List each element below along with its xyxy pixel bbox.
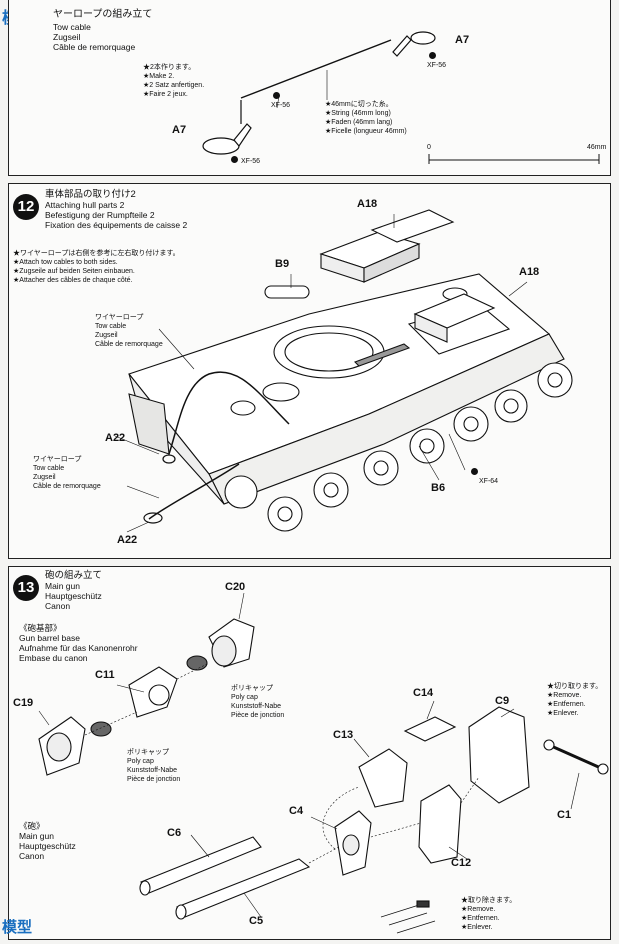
polycap-lower-en: Poly cap (127, 758, 154, 765)
step-12-note-de: ★Zugseile auf beiden Seiten einbauen. (13, 268, 135, 275)
part-c12: C12 (451, 857, 472, 869)
step-11-panel: ヤーロープの組み立て Tow cable Zugseil Câble de re… (8, 0, 611, 176)
part-a22-upper: A22 (105, 432, 126, 444)
part-c6: C6 (167, 827, 182, 839)
step-12-note-ja: ★ワイヤーロープは右側を参考に左右取り付けます。 (13, 250, 180, 257)
cut-off-de: ★Entfernen. (547, 701, 586, 708)
step-12-number: 12 (13, 194, 39, 220)
step-13-panel: 13 砲の組み立て Main gun Hauptgeschütz Canon 《… (8, 566, 611, 940)
part-c9: C9 (495, 695, 510, 707)
step-13-title-de: Hauptgeschütz (45, 591, 102, 601)
polycap-lower-fr: Pièce de jonction (127, 776, 181, 783)
part-c5: C5 (249, 915, 264, 927)
gun-heading-en: Main gun (19, 831, 54, 841)
remove-de: ★Entfernen. (461, 915, 500, 922)
step-12-note-fr: ★Attacher des câbles de chaque côté. (13, 277, 133, 284)
polycap-upper-de: Kunststoff-Nabe (231, 703, 282, 710)
part-a22-lower: A22 (117, 534, 138, 546)
paint-xf56-right: XF-56 (427, 62, 447, 69)
step-11-note-en: ★Make 2. (143, 73, 175, 80)
part-c14: C14 (413, 687, 434, 699)
part-a18-top: A18 (357, 198, 378, 210)
step-11-note-fr: ★Faire 2 jeux. (143, 91, 188, 98)
cut-off-en: ★Remove. (547, 692, 582, 699)
step-11-title-de: Zugseil (53, 32, 81, 42)
step-11-note-ja: ★2本作ります。 (143, 64, 196, 71)
part-b9: B9 (275, 258, 290, 270)
remove-ja: ★取り除きます。 (461, 897, 517, 904)
part-c19: C19 (13, 697, 34, 709)
step-11-drawing (202, 31, 600, 164)
base-heading-ja: 《砲基部》 (19, 623, 62, 633)
step-13-title-fr: Canon (45, 601, 71, 611)
remove-en: ★Remove. (461, 906, 496, 913)
remove-fr: ★Enlever. (461, 924, 493, 931)
ruler-end-label: 46mm (587, 144, 607, 151)
base-heading-de: Aufnahme für das Kanonenrohr (19, 643, 138, 653)
paint-dot-middle (273, 92, 280, 99)
polycap-upper-en: Poly cap (231, 694, 258, 701)
tow-lower-ja: ワイヤーロープ (33, 456, 82, 463)
base-heading-fr: Embase du canon (19, 653, 88, 663)
string-note-fr: ★Ficelle (longueur 46mm) (325, 128, 407, 135)
step-11-title-fr: Câble de remorquage (53, 42, 136, 52)
base-heading-en: Gun barrel base (19, 633, 80, 643)
part-a7-left: A7 (172, 124, 187, 136)
tow-upper-fr: Câble de remorquage (95, 341, 163, 348)
step-12-title-en: Attaching hull parts 2 (45, 200, 125, 210)
part-b6: B6 (431, 482, 446, 494)
string-note-de: ★Faden (46mm lang) (325, 119, 393, 126)
cut-off-fr: ★Enlever. (547, 710, 579, 717)
gun-heading-ja: 《砲》 (19, 821, 45, 831)
string-note-ja: ★46mmに切った糸。 (325, 101, 393, 108)
step-12-note-en: ★Attach tow cables to both sides. (13, 259, 118, 266)
step-11-title-en: Tow cable (53, 22, 91, 32)
tow-cable-eyelet-right (392, 31, 436, 57)
part-c4: C4 (289, 805, 304, 817)
part-a18-right: A18 (519, 266, 540, 278)
part-c11: C11 (95, 669, 115, 681)
string-note-en: ★String (46mm long) (325, 110, 391, 117)
step-13-title-en: Main gun (45, 581, 80, 591)
gun-heading-de: Hauptgeschütz (19, 841, 76, 851)
ruler-start-label: 0 (427, 144, 431, 151)
tow-lower-en: Tow cable (33, 465, 65, 472)
polycap-upper-fr: Pièce de jonction (231, 712, 285, 719)
polycap-lower-de: Kunststoff-Nabe (127, 767, 178, 774)
gun-heading-fr: Canon (19, 851, 45, 861)
step-11-note-de: ★2 Satz anfertigen. (143, 82, 205, 89)
paint-xf56-left: XF-56 (241, 158, 261, 165)
step-12-title-de: Befestigung der Rumpfteile 2 (45, 210, 155, 220)
step-13-gun-drawing (38, 592, 609, 934)
part-c1: C1 (557, 809, 572, 821)
step-11-title-ja: ヤーロープの組み立て (53, 9, 153, 20)
step-12-title-ja: 車体部品の取り付け2 (45, 189, 136, 200)
tow-upper-ja: ワイヤーロープ (95, 314, 144, 321)
part-c20: C20 (225, 581, 246, 593)
step-12-panel: 12 車体部品の取り付け2 Attaching hull parts 2 Bef… (8, 183, 611, 559)
watermark-logo-bottom: 模型 (2, 919, 33, 936)
step-12-tank-hull-drawing (114, 209, 573, 533)
paint-dot-right (429, 52, 436, 59)
tow-upper-de: Zugseil (95, 332, 118, 339)
step-13-number: 13 (13, 575, 39, 601)
tow-lower-de: Zugseil (33, 474, 56, 481)
paint-dot-xf64 (471, 468, 478, 475)
step-12-title-fr: Fixation des équipements de caisse 2 (45, 220, 188, 230)
part-c13: C13 (333, 729, 354, 741)
paint-xf64: XF-64 (479, 478, 499, 485)
part-a7-right: A7 (455, 34, 470, 46)
tow-cable-eyelet-left (202, 100, 252, 155)
paint-dot-left (231, 156, 238, 163)
paint-xf56-middle: XF-56 (271, 102, 291, 109)
tow-lower-fr: Câble de remorquage (33, 483, 101, 490)
tow-upper-en: Tow cable (95, 323, 127, 330)
polycap-upper-ja: ポリキャップ (231, 685, 273, 692)
cut-off-ja: ★切り取ります。 (547, 683, 603, 690)
step-13-title-ja: 砲の組み立て (45, 570, 103, 581)
polycap-lower-ja: ポリキャップ (127, 749, 169, 756)
